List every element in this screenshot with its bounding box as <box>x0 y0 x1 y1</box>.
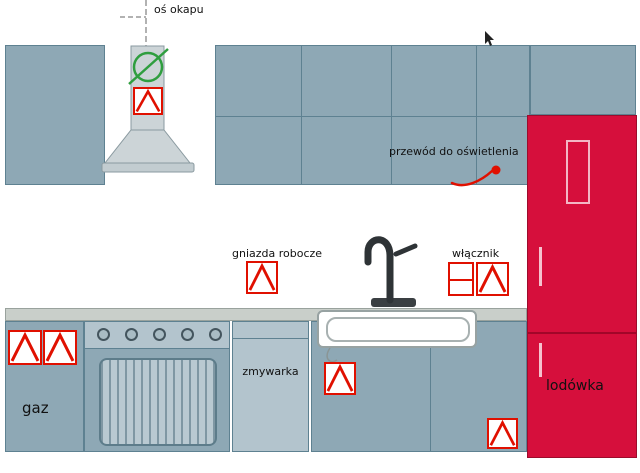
working-sockets-label: gniazda robocze <box>232 247 323 260</box>
cabinet-divider <box>301 46 302 184</box>
cabinet-divider <box>430 322 431 451</box>
faucet-base <box>371 298 416 307</box>
hood-body <box>103 129 192 164</box>
fridge-divider <box>528 332 636 334</box>
switch-symbol-divider <box>450 279 472 281</box>
socket-symbol-sink <box>324 362 356 395</box>
stove-knob <box>97 328 110 341</box>
socket-symbol-floor <box>487 418 518 449</box>
fridge-handle <box>539 343 542 377</box>
socket-symbol-switch-group <box>476 262 509 296</box>
upper-cabinet-left <box>5 45 105 185</box>
socket-symbol-gas-2 <box>43 330 77 365</box>
hood-lip <box>101 162 195 173</box>
stove-knob <box>181 328 194 341</box>
stove-knob <box>209 328 222 341</box>
cabinet-divider <box>391 46 392 184</box>
stove <box>84 321 230 452</box>
mouse-cursor <box>485 31 494 46</box>
fridge-door-outline <box>566 140 590 204</box>
dishwasher: zmywarka <box>232 321 309 452</box>
fridge-label: lodówka <box>546 378 604 394</box>
socket-symbol-gas-1 <box>8 330 42 365</box>
stove-knob <box>125 328 138 341</box>
sink-basin <box>326 317 470 342</box>
switch-label: włącznik <box>452 247 500 260</box>
gas-label: gaz <box>22 399 49 417</box>
fridge: lodówka <box>527 115 637 458</box>
green-axis-circle <box>132 51 164 83</box>
sink <box>317 310 477 348</box>
faucet <box>364 236 394 304</box>
dishwasher-label: zmywarka <box>242 365 299 378</box>
stove-knob <box>153 328 166 341</box>
oven-window <box>99 358 217 446</box>
dishwasher-panel-line <box>233 338 308 339</box>
socket-symbol-hood <box>133 87 163 115</box>
lighting-wire-label: przewód do oświetlenia <box>389 145 519 158</box>
hood-axis-label: oś okapu <box>154 3 204 16</box>
switch-symbol <box>448 262 474 296</box>
upper-cabinet-above-fridge <box>530 45 636 115</box>
upper-cabinets-right <box>215 45 530 185</box>
faucet-handle <box>393 243 418 257</box>
stove-control-panel <box>85 322 229 349</box>
cabinet-divider <box>476 46 477 184</box>
cabinet-divider <box>216 116 529 117</box>
fridge-handle <box>539 247 542 286</box>
green-axis-slash <box>128 48 169 85</box>
socket-symbol-worktop <box>246 261 278 294</box>
